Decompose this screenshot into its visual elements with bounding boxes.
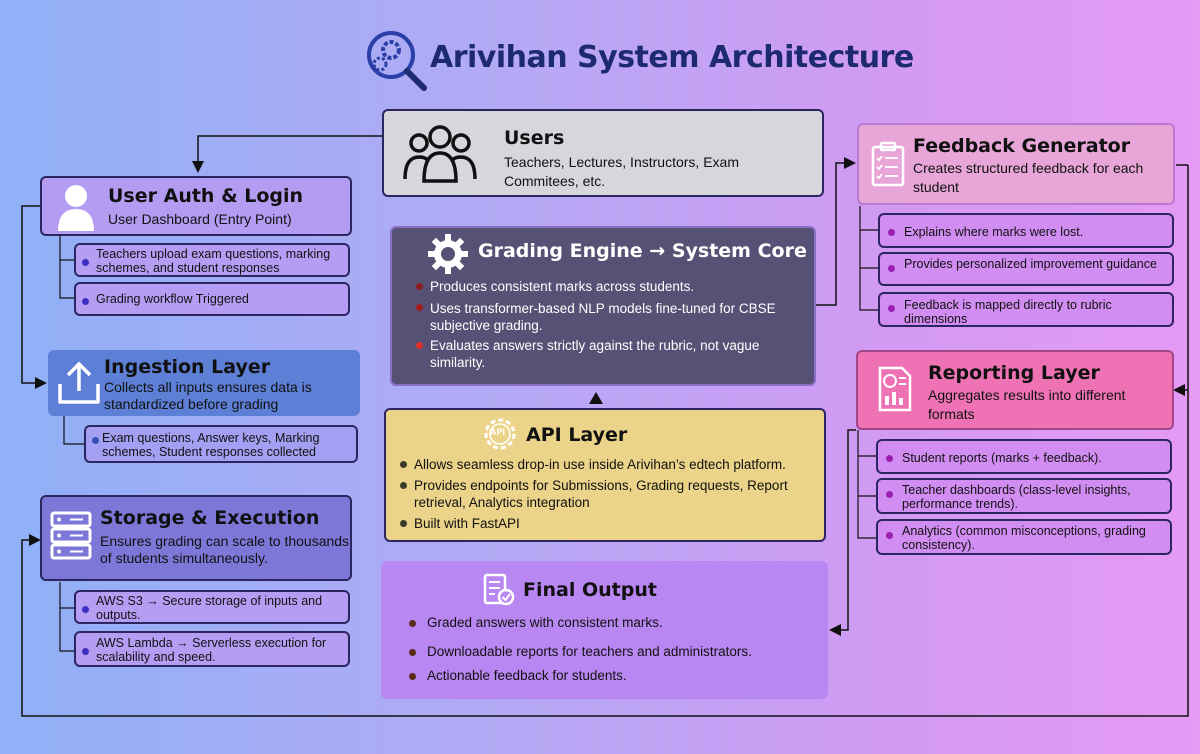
feedback-subitem-3: Feedback is mapped directly to rubric di… [878, 292, 1174, 327]
ingestion-heading: Ingestion Layer [104, 356, 271, 378]
storage-subitem-1: AWS S3 → Secure storage of inputs and ou… [74, 590, 350, 624]
output-item-1: Graded answers with consistent marks. [427, 615, 663, 630]
reporting-subitem-3: Analytics (common misconceptions, gradin… [876, 519, 1172, 555]
grading-heading: Grading Engine → System Core [478, 240, 807, 262]
reporting-subitem-1: Student reports (marks + feedback). [876, 439, 1172, 474]
grading-engine-box: Grading Engine → System Core Produces co… [390, 226, 816, 386]
feedback-heading: Feedback Generator [913, 135, 1131, 157]
final-output-box: Final Output Graded answers with consist… [381, 561, 828, 699]
user-avatar-icon [56, 183, 96, 236]
grading-item-1: Produces consistent marks across student… [430, 279, 695, 294]
page-title: Arivihan System Architecture [430, 40, 914, 75]
reporting-text: Aggregates results into different format… [928, 387, 1126, 422]
feedback-generator-box: Feedback Generator Creates structured fe… [857, 123, 1175, 205]
storage-heading: Storage & Execution [100, 507, 320, 529]
output-item-3: Actionable feedback for students. [427, 668, 627, 683]
reporting-subitem-2: Teacher dashboards (class-level insights… [876, 478, 1172, 514]
gear-search-icon [364, 28, 428, 92]
api-item-2: Provides endpoints for Submissions, Grad… [414, 478, 788, 510]
reporting-heading: Reporting Layer [928, 362, 1100, 384]
auth-heading: User Auth & Login [108, 185, 304, 207]
users-box: Users Teachers, Lectures, Instructors, E… [382, 109, 824, 197]
storage-box: Storage & Execution Ensures grading can … [40, 495, 352, 581]
users-text: Teachers, Lectures, Instructors, Exam Co… [504, 154, 739, 189]
grading-item-2: Uses transformer-based NLP models fine-t… [430, 301, 776, 333]
server-icon [50, 511, 92, 566]
feedback-text: Creates structured feedback for each stu… [913, 160, 1144, 195]
api-item-1: Allows seamless drop-in use inside Arivi… [414, 457, 786, 472]
api-heading: API Layer [526, 424, 628, 446]
gear-icon [426, 232, 470, 281]
user-auth-box: User Auth & Login User Dashboard (Entry … [40, 176, 352, 236]
clipboard-icon [871, 141, 905, 192]
api-layer-box: API API Layer Allows seamless drop-in us… [384, 408, 826, 542]
auth-subitem-1: Teachers upload exam questions, marking … [74, 243, 350, 277]
auth-text: User Dashboard (Entry Point) [108, 211, 292, 227]
feedback-subitem-1: Explains where marks were lost. [878, 213, 1174, 248]
report-check-icon [483, 573, 515, 612]
feedback-subitem-2: Provides personalized improvement guidan… [878, 252, 1174, 286]
output-heading: Final Output [523, 579, 657, 601]
report-chart-icon [878, 366, 912, 417]
ingestion-text: Collects all inputs ensures data is stan… [104, 379, 312, 412]
reporting-layer-box: Reporting Layer Aggregates results into … [856, 350, 1174, 430]
api-gear-icon: API [482, 416, 518, 452]
api-item-3: Built with FastAPI [414, 516, 520, 531]
output-item-2: Downloadable reports for teachers and ad… [427, 644, 752, 659]
auth-subitem-2: Grading workflow Triggered [74, 282, 350, 316]
ingestion-subitem-1: Exam questions, Answer keys, Marking sch… [84, 425, 358, 463]
users-heading: Users [504, 127, 565, 149]
ingestion-box: Ingestion Layer Collects all inputs ensu… [48, 350, 360, 416]
storage-text: Ensures grading can scale to thousands o… [100, 533, 350, 566]
upload-icon [56, 358, 102, 413]
grading-item-3: Evaluates answers strictly against the r… [430, 338, 760, 370]
users-icon [402, 123, 478, 188]
storage-subitem-2: AWS Lambda → Serverless execution for sc… [74, 631, 350, 667]
